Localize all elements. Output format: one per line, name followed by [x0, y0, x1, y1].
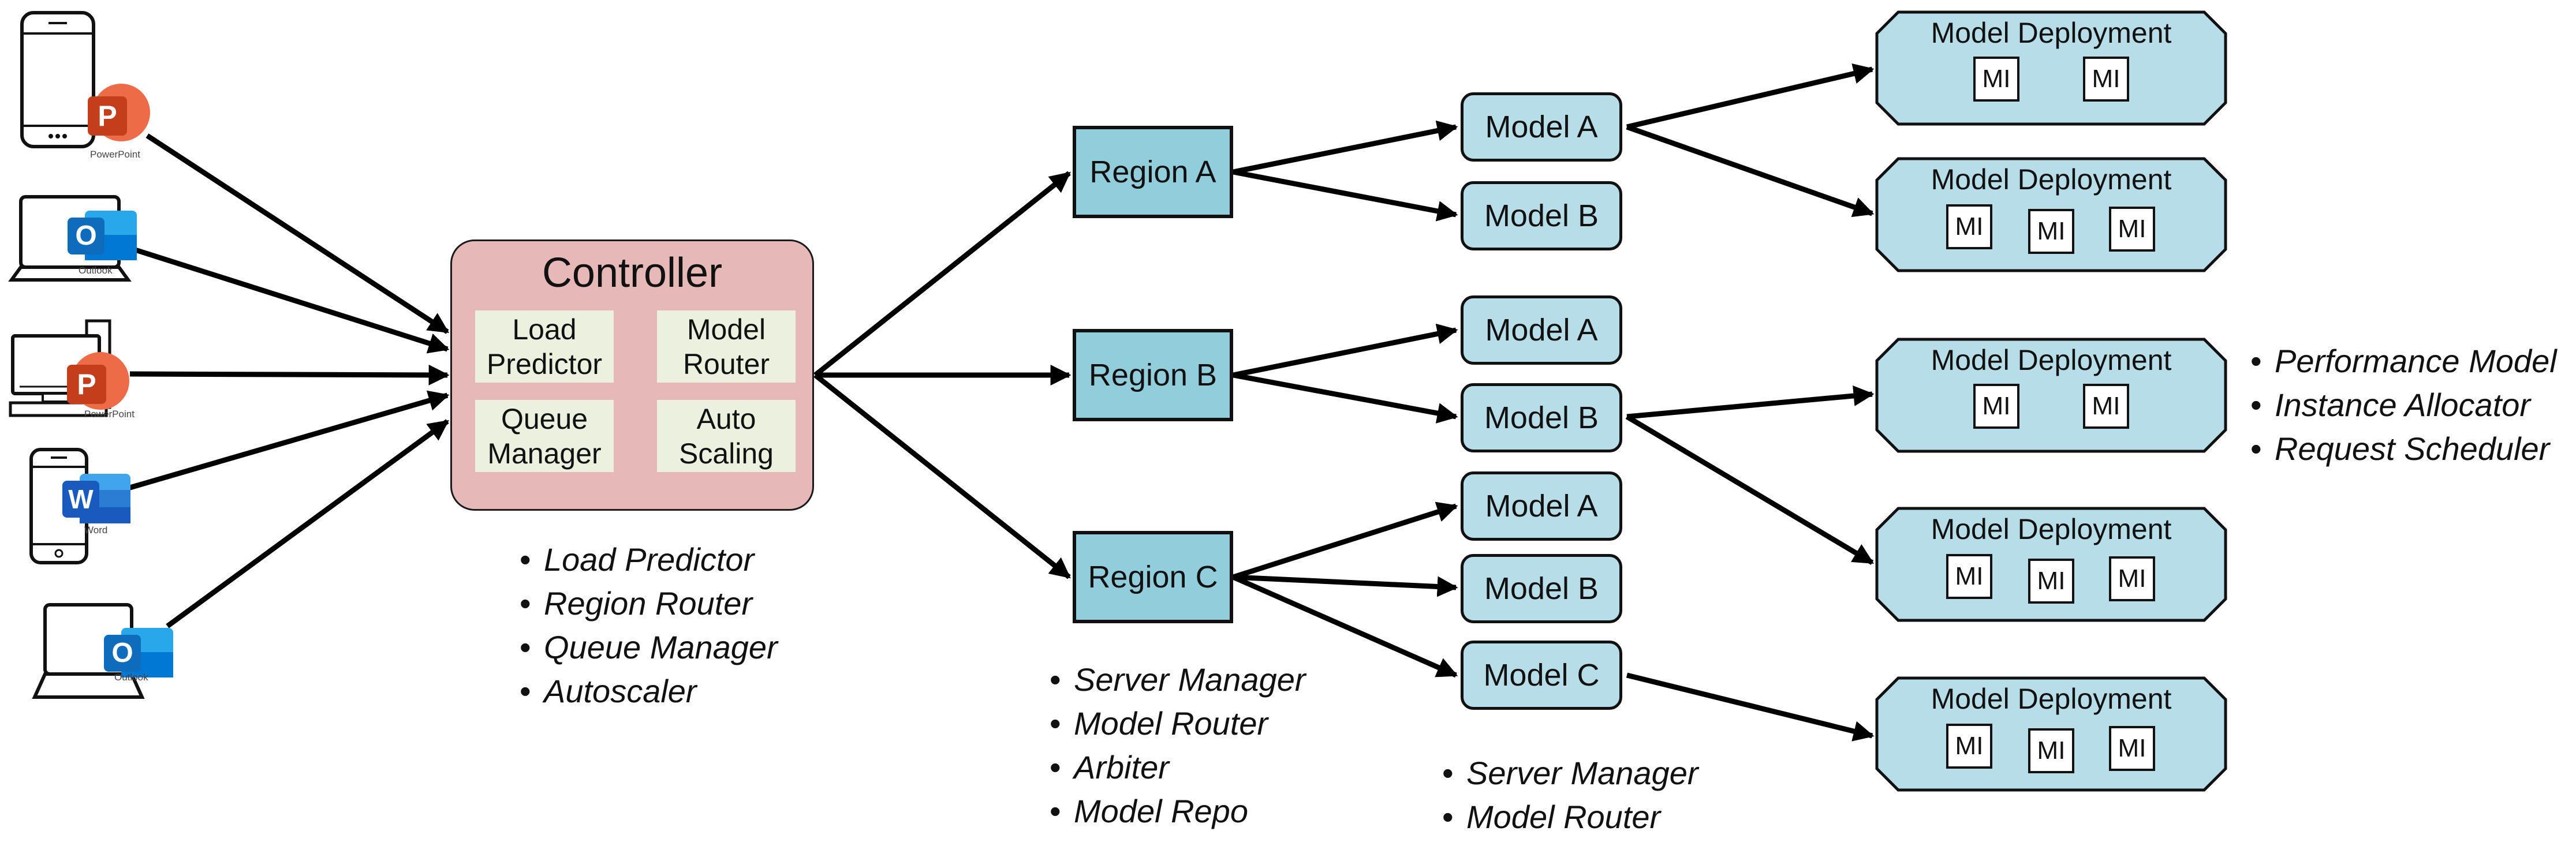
bullet-item: Load Predictor	[520, 538, 778, 582]
bullet-item: Queue Manager	[520, 626, 778, 669]
deployment-title: Model Deployment	[1931, 513, 2172, 545]
model-instance: MI	[2028, 728, 2074, 773]
outlook-icon: O	[65, 206, 140, 264]
model-instance: MI	[1946, 724, 1992, 769]
bullet-item: Performance Model	[2250, 339, 2557, 383]
bullet-item: Server Manager	[1050, 658, 1306, 702]
model-instance: MI	[1973, 384, 2019, 429]
client-1: O Outlook	[8, 193, 149, 286]
deployment-title: Model Deployment	[1931, 344, 2172, 376]
region-a: Region A	[1073, 126, 1233, 218]
model-box: Model A	[1461, 471, 1622, 541]
client-3: W Word	[28, 447, 143, 568]
deployment-box: Model Deployment MI MI	[1875, 338, 2227, 453]
deployment-box: Model Deployment MI MI MI	[1875, 507, 2227, 622]
model-instance: MI	[2083, 384, 2129, 429]
client-2: P PowerPoint	[8, 319, 147, 422]
app-letter: O	[111, 638, 133, 668]
model-instance: MI	[2109, 726, 2155, 771]
controller-box: Controller Load Predictor Model Router Q…	[450, 239, 814, 511]
app-letter: P	[98, 100, 117, 132]
region-b: Region B	[1073, 329, 1233, 421]
model-box: Model C	[1461, 641, 1622, 710]
model-box: Model B	[1461, 554, 1622, 623]
model-instance: MI	[1946, 554, 1992, 599]
app-letter: O	[75, 220, 97, 251]
region-c: Region C	[1073, 531, 1233, 623]
app-label: PowerPoint	[84, 409, 135, 420]
outlook-icon: O	[102, 623, 177, 681]
bullet-item: Model Router	[1050, 702, 1306, 746]
model-bullets: Server Manager Model Router	[1442, 751, 1698, 839]
model-instance: MI	[2028, 209, 2074, 254]
client-0: P PowerPoint	[16, 10, 155, 160]
app-letter: P	[77, 368, 96, 400]
app-label: Word	[84, 525, 108, 536]
powerpoint-icon: P	[65, 351, 129, 415]
controller-title: Controller	[542, 250, 723, 296]
powerpoint-icon: P	[85, 83, 150, 147]
model-instance: MI	[2109, 207, 2155, 252]
phone-icon	[20, 11, 95, 148]
model-instance: MI	[1946, 204, 1992, 249]
model-instance: MI	[1973, 57, 2019, 102]
controller-bullets: Load Predictor Region Router Queue Manag…	[520, 538, 778, 713]
app-letter: W	[68, 484, 94, 514]
word-icon: W	[60, 469, 135, 527]
bullet-item: Model Repo	[1050, 789, 1306, 833]
deployment-box: Model Deployment MI MI MI	[1875, 157, 2227, 272]
deployment-title: Model Deployment	[1931, 683, 2172, 715]
model-box: Model A	[1461, 92, 1622, 162]
component-model-router: Model Router	[657, 310, 796, 383]
deployment-title: Model Deployment	[1931, 163, 2172, 196]
app-label: PowerPoint	[90, 149, 140, 160]
component-load-predictor: Load Predictor	[475, 310, 614, 383]
deployment-title: Model Deployment	[1931, 17, 2172, 49]
model-instance: MI	[2109, 556, 2155, 601]
region-bullets: Server Manager Model Router Arbiter Mode…	[1050, 658, 1306, 833]
model-box: Model A	[1461, 295, 1622, 365]
client-4: O Outlook	[32, 600, 182, 704]
bullet-item: Autoscaler	[520, 669, 778, 713]
component-auto-scaling: Auto Scaling	[657, 400, 796, 472]
bullet-item: Model Router	[1442, 795, 1698, 839]
bullet-item: Region Router	[520, 582, 778, 626]
bullet-item: Instance Allocator	[2250, 383, 2557, 427]
deployment-box: Model Deployment MI MI MI	[1875, 676, 2227, 792]
deployment-bullets: Performance Model Instance Allocator Req…	[2250, 339, 2557, 471]
bullet-item: Request Scheduler	[2250, 427, 2557, 471]
app-label: Outlook	[79, 265, 113, 276]
model-box: Model B	[1461, 181, 1622, 250]
bullet-item: Arbiter	[1050, 746, 1306, 789]
model-instance: MI	[2083, 57, 2129, 102]
bullet-item: Server Manager	[1442, 751, 1698, 795]
model-instance: MI	[2028, 559, 2074, 604]
deployment-box: Model Deployment MI MI	[1875, 10, 2227, 126]
app-label: Outlook	[114, 672, 148, 683]
component-queue-manager: Queue Manager	[475, 400, 614, 472]
model-box: Model B	[1461, 383, 1622, 452]
